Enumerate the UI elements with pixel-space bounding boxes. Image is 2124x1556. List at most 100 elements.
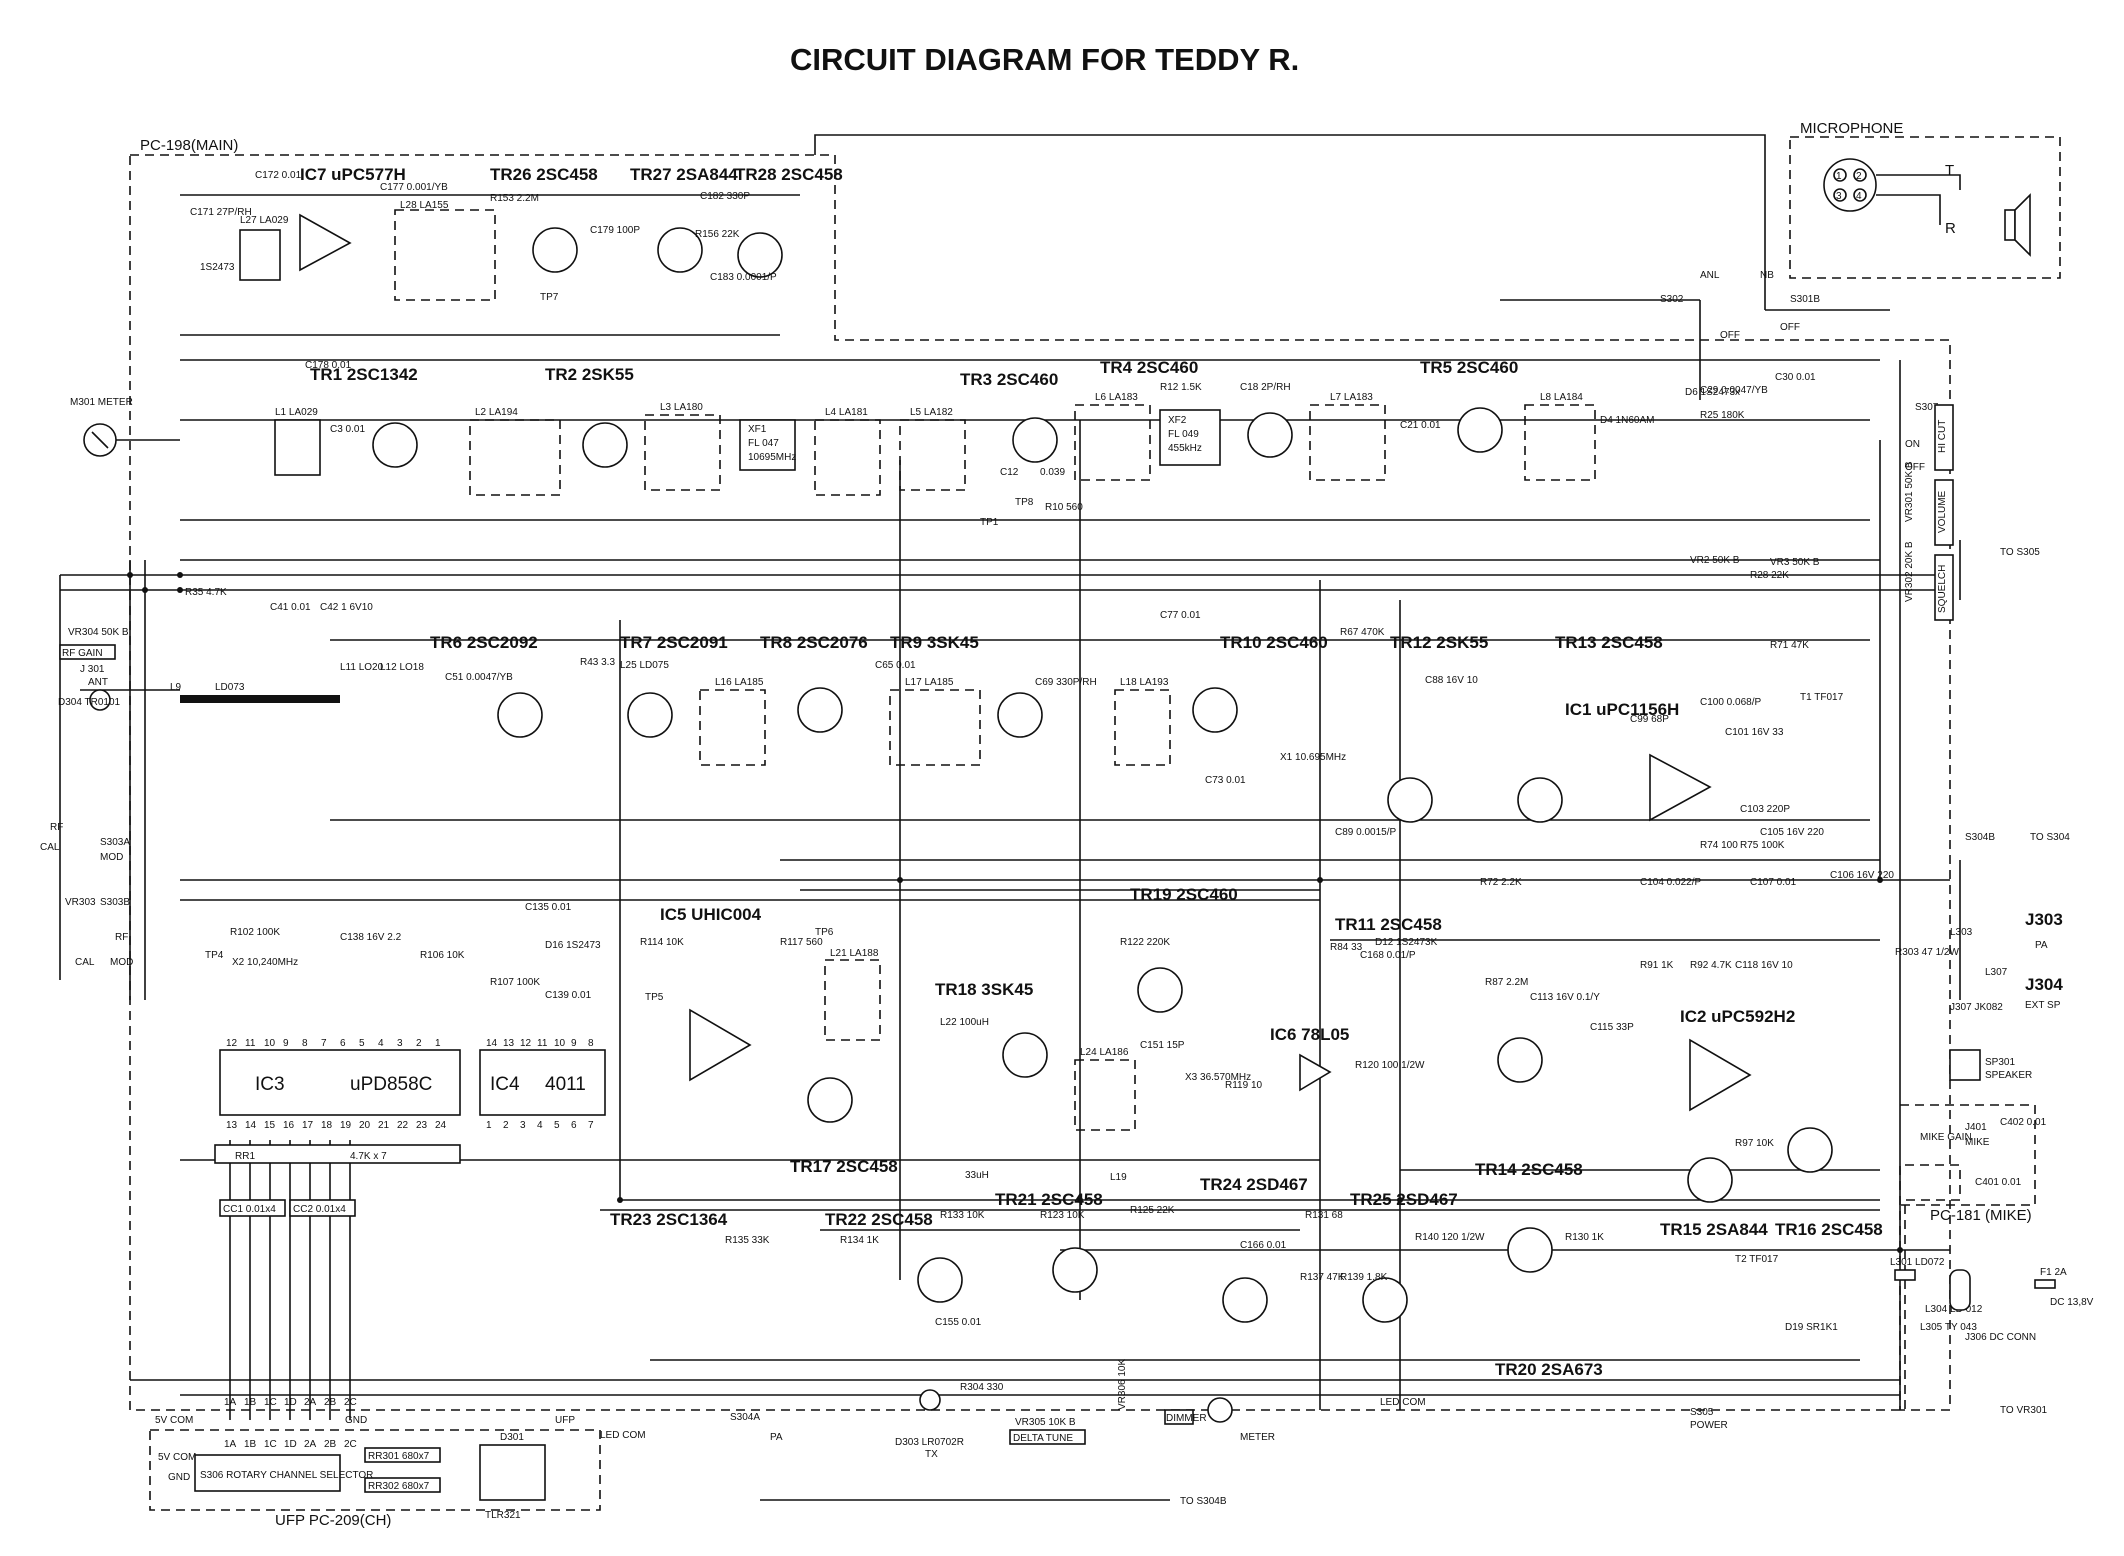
- tp1-label: TP1: [980, 517, 999, 528]
- x1-label: X1 10.695MHz: [1280, 752, 1346, 763]
- xf2-filter: [1159, 409, 1221, 466]
- to-s304b-label: TO S304B: [1180, 1496, 1227, 1507]
- r84-label: R84 33: [1330, 942, 1363, 953]
- s306-selector: [194, 1454, 341, 1492]
- mic-t-pin: T: [1945, 162, 1954, 179]
- mike-gain-label: MIKE GAIN: [1920, 1132, 1972, 1143]
- r43-label: R43 3.3: [580, 657, 615, 668]
- tr14-transistor: [1497, 1037, 1543, 1083]
- off-label-1: OFF: [1720, 330, 1740, 341]
- microphone-label: MICROPHONE: [1800, 120, 1903, 137]
- xf2-name: XF2: [1168, 415, 1187, 426]
- l301-label: L301 LD072: [1890, 1257, 1945, 1268]
- tr20-transistor: [1507, 1227, 1553, 1273]
- volume-box: [1934, 479, 1954, 546]
- channel-line-label: 2C: [344, 1397, 357, 1408]
- receiver-front-end: TR1 2SC1342 L1 LA029 C3 0.01 TR2 2SK55 L…: [274, 358, 1820, 581]
- l18-label: L18 LA193: [1120, 677, 1169, 688]
- ic3-pin-top: 2: [416, 1038, 422, 1049]
- vr303-label: VR303: [65, 897, 96, 908]
- c101-label: C101 16V 33: [1725, 727, 1784, 738]
- mic-pin: [1853, 188, 1867, 202]
- r72-label: R72 2.2K: [1480, 877, 1522, 888]
- c3-label: C3 0.01: [330, 424, 365, 435]
- ic4-pin-bottom: 2: [503, 1120, 509, 1131]
- c166-label: C166 0.01: [1240, 1240, 1287, 1251]
- cc1-label: CC1 0.01x4: [223, 1204, 276, 1215]
- r139-label: R139 1.8K: [1340, 1272, 1388, 1283]
- ic4-pin-bottom: 7: [588, 1120, 594, 1131]
- r153-label: R153 2.2M: [490, 193, 539, 204]
- pa-label: PA: [770, 1432, 783, 1443]
- tr6-transistor: [497, 692, 543, 738]
- sw-rf-label: RF: [50, 822, 63, 833]
- sp301-speaker: SPEAKER: [1985, 1070, 2032, 1081]
- 5v-com-channel-label: 5V COM: [158, 1452, 196, 1463]
- tr21-label: TR21 2SC458: [995, 1190, 1103, 1209]
- l24-label: L24 LA186: [1080, 1047, 1129, 1058]
- ic7-amplifier: [299, 213, 352, 272]
- tr22-label: TR22 2SC458: [825, 1210, 933, 1229]
- cal-label: CAL: [40, 842, 60, 853]
- l25-label: L25 LD075: [620, 660, 669, 671]
- channel-line-label: 2B: [324, 1439, 337, 1450]
- l17-can: [889, 689, 981, 766]
- r303-label: R303 47 1/2W: [1895, 947, 1959, 958]
- r117-label: R117 560: [780, 937, 823, 948]
- ic3-pin-top: 12: [226, 1038, 238, 1049]
- ic4-pin-top: 14: [486, 1038, 498, 1049]
- to-vr301-label: TO VR301: [2000, 1405, 2047, 1416]
- mic-pin: [1833, 188, 1847, 202]
- c69-label: C69 330P/RH: [1035, 677, 1097, 688]
- ic3-pin-top: 9: [283, 1038, 289, 1049]
- c118-label: C118 16V 10: [1735, 960, 1793, 971]
- tr28-transistor: [737, 232, 783, 278]
- c104-label: C104 0.022/P: [1640, 877, 1701, 888]
- ic3-pin-bottom: 14: [245, 1120, 257, 1131]
- r75-label: R75 100K: [1740, 840, 1785, 851]
- tr25-label: TR25 2SD467: [1350, 1190, 1458, 1209]
- tr28-label: TR28 2SC458: [735, 165, 843, 184]
- c51-label: C51 0.0047/YB: [445, 672, 513, 683]
- tr4-label: TR4 2SC460: [1100, 358, 1198, 377]
- l8-label: L8 LA184: [1540, 392, 1583, 403]
- rr1-value: 4.7K x 7: [350, 1151, 387, 1162]
- c103-label: C103 220P: [1740, 804, 1790, 815]
- d4-label: D4 1N60AM: [1600, 415, 1654, 426]
- tr27-transistor: [657, 227, 703, 273]
- c115-label: C115 33P: [1590, 1022, 1634, 1033]
- l21-label: L21 LA188: [830, 948, 879, 959]
- ic7-label: IC7 uPC577H: [300, 165, 406, 184]
- tr5-label: TR5 2SC460: [1420, 358, 1518, 377]
- tr26-transistor: [532, 227, 578, 273]
- tr16-transistor: [1787, 1127, 1833, 1173]
- volume-label: VOLUME: [1937, 490, 1948, 533]
- r12-label: R12 1.5K: [1160, 382, 1202, 393]
- l9-label: L9: [170, 682, 182, 693]
- l3-label: L3 LA180: [660, 402, 703, 413]
- mike-board-tag: (MIKE): [1985, 1207, 2032, 1224]
- ic3-pin-bottom: 20: [359, 1120, 371, 1131]
- 5v-com-label: 5V COM: [155, 1415, 193, 1426]
- r130-label: R130 1K: [1565, 1232, 1604, 1243]
- channel-line-label: 2C: [344, 1439, 357, 1450]
- ic3-pin-bottom: 13: [226, 1120, 238, 1131]
- tr11-label: TR11 2SC458: [1335, 915, 1442, 934]
- mic-speaker-icon: [2004, 209, 2016, 241]
- xf2-part: FL 049: [1168, 429, 1199, 440]
- l7-label: L7 LA183: [1330, 392, 1373, 403]
- l6-can: [1074, 404, 1151, 481]
- tp7-label: TP7: [540, 292, 559, 303]
- r35-label: R35 4.7K: [185, 587, 227, 598]
- tr10-transistor: [1192, 687, 1238, 733]
- l4-can: [814, 419, 881, 496]
- tr8-transistor: [797, 687, 843, 733]
- to-s304-label: TO S304: [2030, 832, 2070, 843]
- r67-label: R67 470K: [1340, 627, 1385, 638]
- l28-label: L28 LA155: [400, 200, 449, 211]
- ic5-label: IC5 UHIC004: [660, 905, 762, 924]
- r106-label: R106 10K: [420, 950, 465, 961]
- rr301-label: RR301 680x7: [368, 1451, 430, 1462]
- r10-label: R10 560: [1045, 502, 1083, 513]
- j303-label: J303: [2025, 910, 2063, 929]
